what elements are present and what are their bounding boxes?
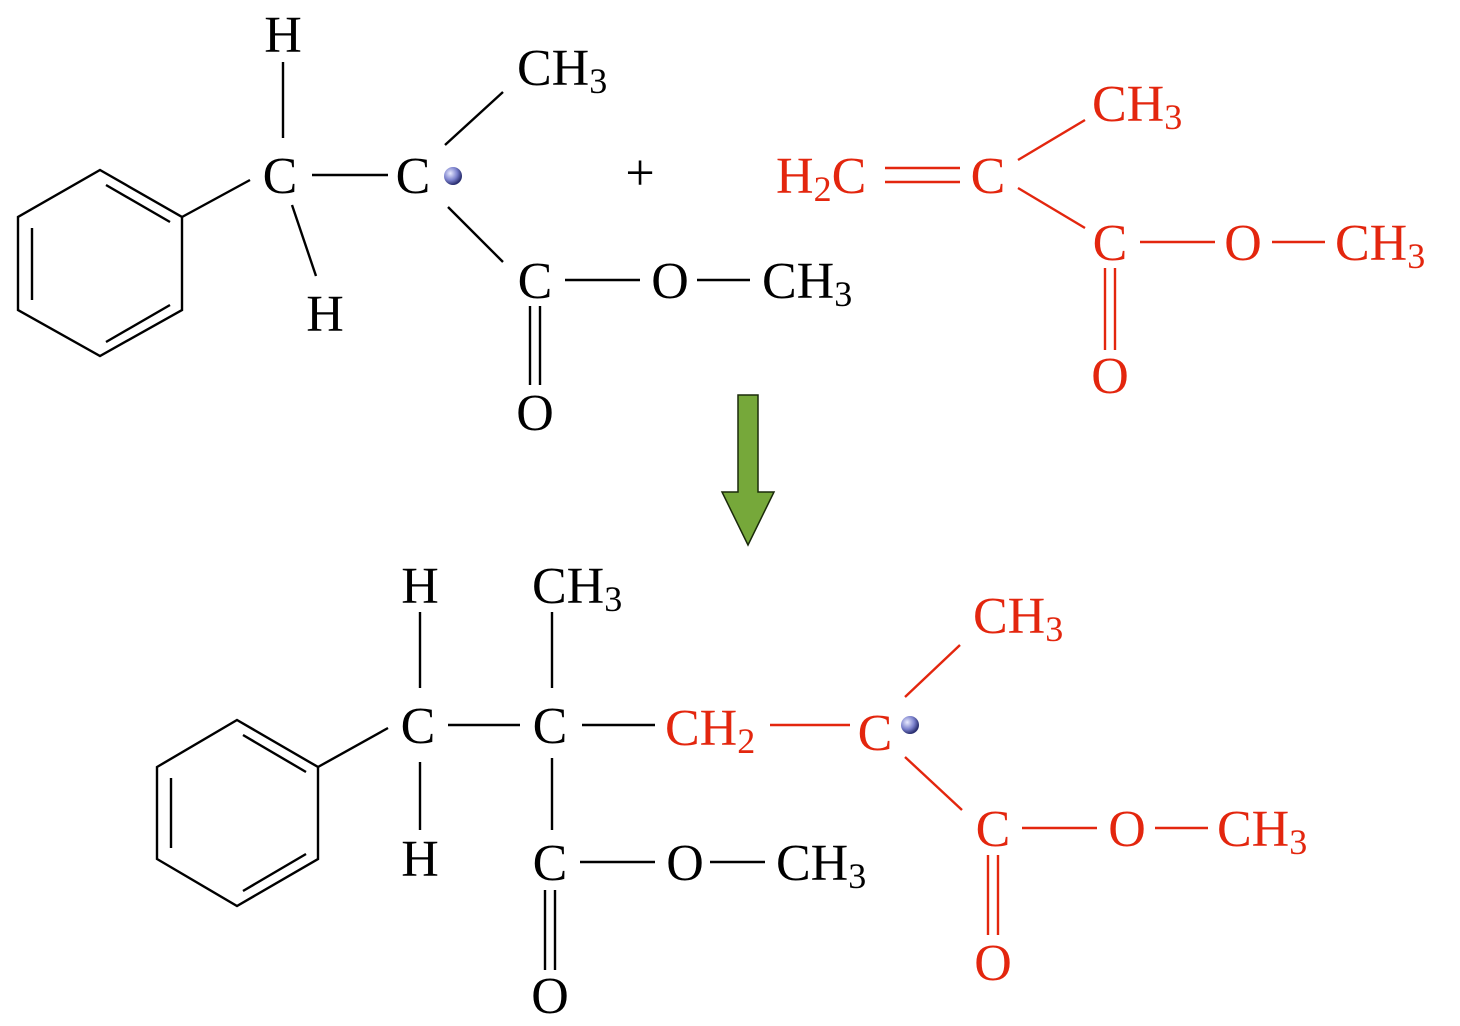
methyl-group: CH3 [762, 253, 852, 314]
methyl-group: CH3 [1092, 76, 1182, 137]
methyl-group: CH3 [532, 558, 622, 619]
atom-c: C [858, 705, 893, 762]
methyl-group: CH3 [776, 835, 866, 896]
atom-h: H [401, 558, 439, 615]
atom-o: O [1224, 215, 1262, 272]
atom-c: C [396, 148, 431, 205]
radical-dot [901, 716, 919, 734]
methyl-group: CH3 [517, 40, 607, 101]
methyl-group: CH3 [1335, 215, 1425, 276]
atom-c: C [971, 148, 1006, 205]
methyl-group: CH3 [973, 588, 1063, 649]
atom-o: O [974, 935, 1012, 992]
atom-o: O [1108, 801, 1146, 858]
reaction-arrow-icon [720, 394, 776, 547]
atom-c: C [401, 698, 436, 755]
benzene-ring [16, 168, 184, 358]
atom-c: C [976, 801, 1011, 858]
monomer: H2C C CH3 C O CH3 O [776, 76, 1425, 405]
atom-c: C [518, 253, 553, 310]
atom-c: C [1093, 215, 1128, 272]
atom-h: H [306, 286, 344, 343]
atom-o: O [651, 253, 689, 310]
plus-sign: + [625, 145, 654, 202]
methylene-group: H2C [776, 148, 866, 209]
atom-o: O [531, 968, 569, 1025]
product-radical: H C H C CH3 C O CH3 O CH2 C CH3 C O CH3 … [155, 558, 1307, 1025]
methylene-group: CH2 [665, 700, 755, 761]
benzene-ring [155, 718, 320, 908]
atom-h: H [401, 831, 439, 888]
atom-h: H [264, 7, 302, 64]
radical-reactant: H C H C CH3 C O O CH3 [16, 7, 852, 442]
atom-c: C [533, 835, 568, 892]
atom-o: O [516, 385, 554, 442]
atom-o: O [666, 835, 704, 892]
atom-c: C [533, 698, 568, 755]
atom-o: O [1091, 348, 1129, 405]
methyl-group: CH3 [1217, 801, 1307, 862]
radical-dot [444, 167, 462, 185]
atom-c: C [263, 148, 298, 205]
